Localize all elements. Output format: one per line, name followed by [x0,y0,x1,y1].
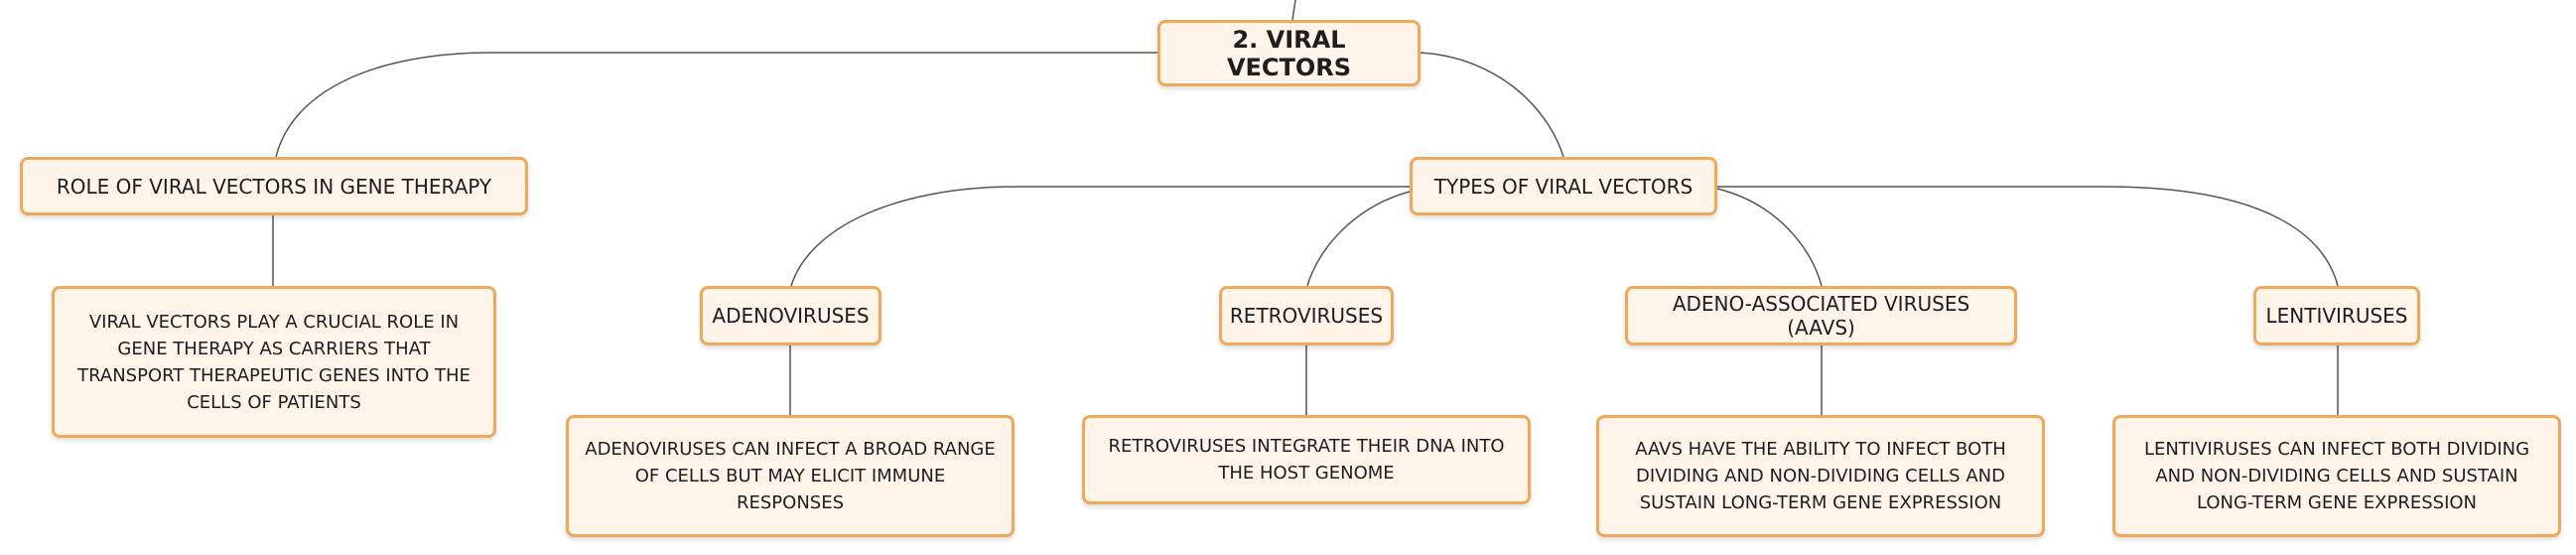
connector-root-to-role [275,52,1157,158]
adenoviruses-label: ADENOVIRUSES [712,304,870,328]
aavs-node[interactable]: ADENO-ASSOCIATED VIRUSES (AAVS) [1625,286,2017,346]
role-detail-node[interactable]: VIRAL VECTORS PLAY A CRUCIAL ROLE IN GEN… [52,286,496,438]
role-node[interactable]: ROLE OF VIRAL VECTORS IN GENE THERAPY [20,157,528,215]
role-node-label: ROLE OF VIRAL VECTORS IN GENE THERAPY [56,174,492,199]
aavs-label: ADENO-ASSOCIATED VIRUSES (AAVS) [1672,292,1970,340]
connector-root-to-types [1420,52,1564,158]
root-node[interactable]: 2. VIRAL VECTORS [1157,20,1421,86]
adenoviruses-node[interactable]: ADENOVIRUSES [700,286,881,346]
connector-root-parent [1291,0,1296,21]
connector-types-to-retroviruses [1306,191,1411,287]
connector-types-to-lentiviruses [1717,186,2339,287]
aavs-detail-text: AAVS HAVE THE ABILITY TO INFECT BOTH DIV… [1635,439,2006,513]
role-detail-text: VIRAL VECTORS PLAY A CRUCIAL ROLE IN GEN… [77,311,471,413]
connector-types-to-aavs [1716,188,1823,287]
adenoviruses-detail-node[interactable]: ADENOVIRUSES CAN INFECT A BROAD RANGE OF… [566,415,1015,537]
adenoviruses-detail-text: ADENOVIRUSES CAN INFECT A BROAD RANGE OF… [585,439,996,513]
lentiviruses-detail-text: LENTIVIRUSES CAN INFECT BOTH DIVIDING AN… [2143,439,2530,513]
retroviruses-node[interactable]: RETROVIRUSES [1219,286,1394,346]
types-node-label: TYPES OF VIRAL VECTORS [1433,174,1694,199]
retroviruses-detail-text: RETROVIRUSES INTEGRATE THEIR DNA INTO TH… [1108,436,1505,484]
lentiviruses-detail-node[interactable]: LENTIVIRUSES CAN INFECT BOTH DIVIDING AN… [2112,415,2561,537]
aavs-detail-node[interactable]: AAVS HAVE THE ABILITY TO INFECT BOTH DIV… [1596,415,2045,537]
retroviruses-label: RETROVIRUSES [1229,304,1384,328]
lentiviruses-node[interactable]: LENTIVIRUSES [2253,286,2420,346]
lentiviruses-label: LENTIVIRUSES [2265,304,2408,328]
types-node[interactable]: TYPES OF VIRAL VECTORS [1410,157,1717,215]
retroviruses-detail-node[interactable]: RETROVIRUSES INTEGRATE THEIR DNA INTO TH… [1082,415,1531,504]
root-node-label: 2. VIRAL VECTORS [1226,25,1352,81]
connector-types-to-adenoviruses [790,186,1410,287]
